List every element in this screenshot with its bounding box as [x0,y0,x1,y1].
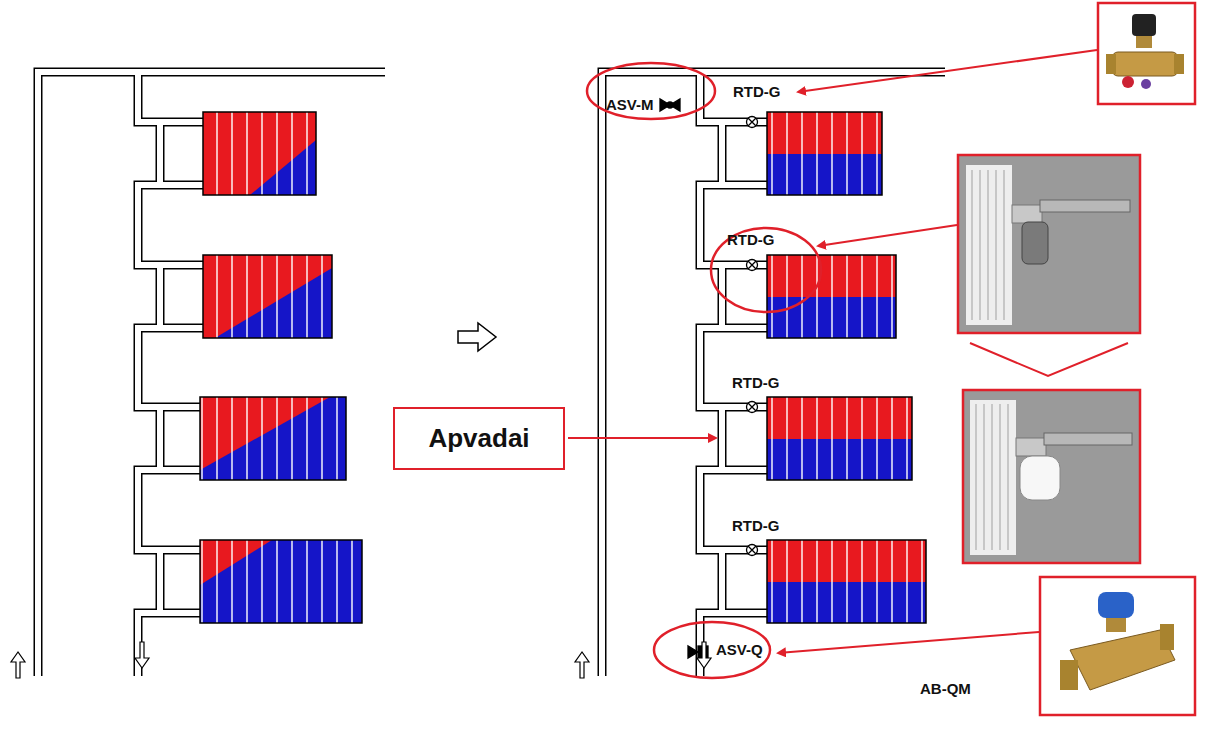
radiators-left [200,112,362,623]
callout-text: Apvadai [428,423,529,454]
pipes-right [580,72,945,686]
expand-chevron [970,343,1128,376]
part-label: RTD-G [732,375,780,392]
part-label: ASV-Q [716,642,763,659]
pipes-left [0,72,400,686]
photo-rtd-g-head [963,390,1140,563]
highlight-circles [587,63,821,678]
photo-ab-qm [1040,577,1195,715]
part-label: RTD-G [727,232,775,249]
photo-rtd-g-body [958,155,1140,333]
part-label: AB-QM [920,681,971,698]
photo-asv-m [1098,3,1195,104]
leader-arrows [568,50,1097,653]
flow-arrows-right [575,642,711,678]
flow-arrows-left [11,642,149,678]
transition-arrow [458,323,496,351]
part-label: RTD-G [732,518,780,535]
callout-box: Apvadai [393,407,565,470]
radiators-right [767,112,926,623]
part-label: RTD-G [733,84,781,101]
part-label: ASV-M [606,97,654,114]
